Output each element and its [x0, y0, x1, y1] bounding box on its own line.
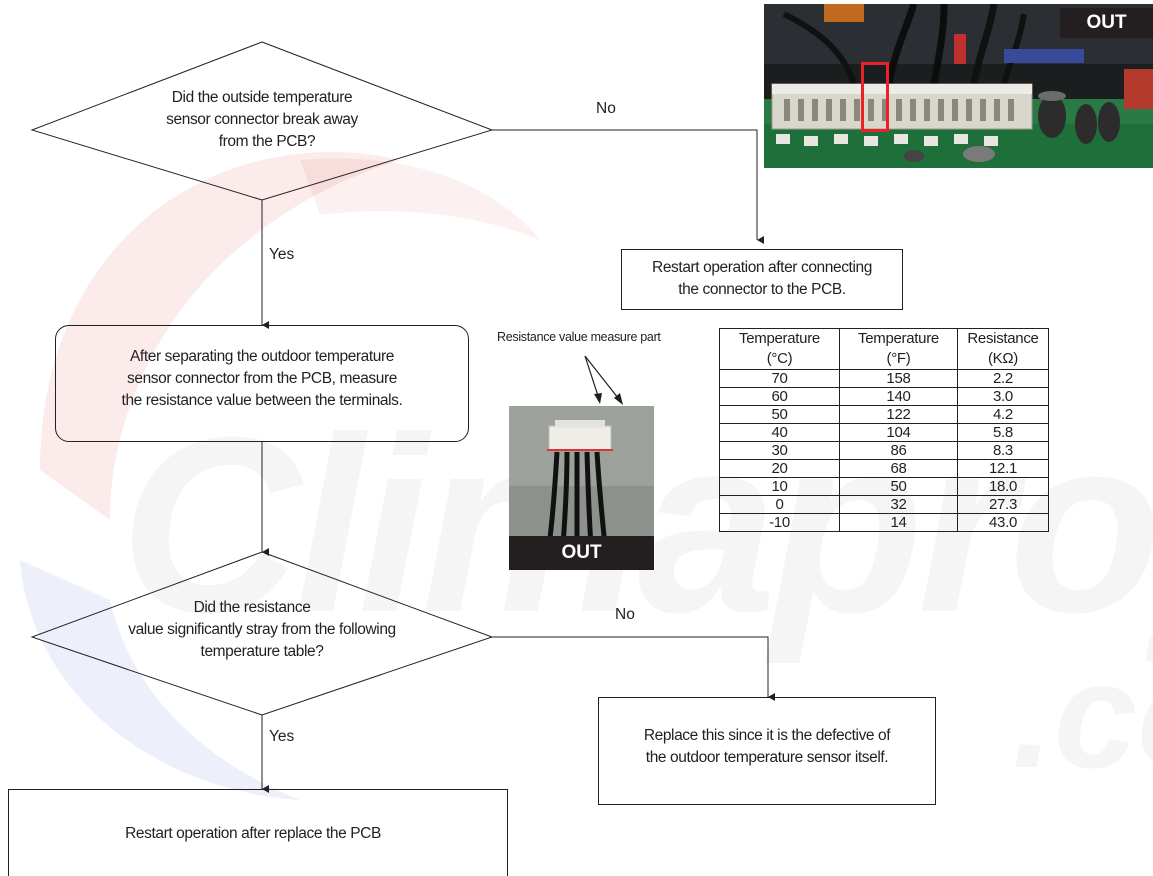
cell-resistance: 27.3: [957, 495, 1049, 514]
measure-part-caption: Resistance value measure part: [497, 330, 661, 344]
action-replace-pcb-text: Restart operation after replace the PCB: [125, 825, 381, 842]
decision-2-yes-label: Yes: [269, 728, 295, 745]
photo-top-badge: OUT: [1060, 8, 1153, 38]
decision-1-yes-label: Yes: [269, 246, 295, 263]
measure-pointer-head-2: [614, 393, 623, 405]
action-replace-sensor-box: [598, 697, 936, 805]
cell-temp-c: -10: [719, 513, 840, 532]
temperature-resistance-table: Temperature (°C) Temperature (°F) Resist…: [719, 328, 1049, 532]
action-replace-pcb-box: [8, 789, 508, 876]
header-temp-c-line-1: Temperature: [739, 330, 820, 347]
cell-resistance: 12.1: [957, 459, 1049, 478]
measure-pointer-line-2: [584, 355, 623, 404]
cell-temp-f: 50: [839, 477, 958, 496]
watermark-suffix: .co: [1012, 631, 1153, 799]
process-measure-line-2: sensor connector from the PCB, measure: [127, 370, 397, 387]
cell-temp-c: 0: [719, 495, 840, 514]
decision-2-text: Did the resistance value significantly s…: [62, 597, 462, 663]
decision-2-line-1: Did the resistance: [193, 599, 311, 616]
header-temp-f-line-2: (°F): [886, 350, 911, 367]
action-connect-line-2: the connector to the PCB.: [678, 281, 846, 298]
action-connect-box: [621, 249, 903, 310]
decision-2-no-connector: [492, 636, 775, 701]
cell-temp-c: 70: [719, 369, 840, 388]
decision-1-text: Did the outside temperature sensor conne…: [112, 87, 412, 153]
cell-temp-c: 10: [719, 477, 840, 496]
cell-temp-f: 104: [839, 423, 958, 442]
process-measure-line-3: the resistance value between the termina…: [121, 392, 403, 409]
cell-resistance: 5.8: [957, 423, 1049, 442]
table-row: 50 122 4.2: [719, 405, 1049, 424]
cell-temp-c: 50: [719, 405, 840, 424]
cell-temp-f: 158: [839, 369, 958, 388]
cell-temp-f: 32: [839, 495, 958, 514]
action-replace-sensor-text: Replace this since it is the defective o…: [598, 725, 936, 769]
cell-temp-f: 86: [839, 441, 958, 460]
table-row: 60 140 3.0: [719, 387, 1049, 406]
decision-2-line-2: value significantly stray from the follo…: [128, 621, 396, 638]
decision-1-line-1: Did the outside temperature: [171, 89, 353, 106]
decision-1-line-2: sensor connector break away: [166, 111, 358, 128]
process-measure-line-1: After separating the outdoor temperature: [129, 348, 395, 365]
table-row: 10 50 18.0: [719, 477, 1049, 496]
decision-1-no-label: No: [596, 100, 616, 117]
cell-temp-c: 60: [719, 387, 840, 406]
cell-resistance: 3.0: [957, 387, 1049, 406]
cell-temp-f: 122: [839, 405, 958, 424]
table-row: 30 86 8.3: [719, 441, 1049, 460]
cell-resistance: 2.2: [957, 369, 1049, 388]
measure-photo-badge: OUT: [509, 536, 654, 570]
process-measure-text: After separating the outdoor temperature…: [55, 346, 469, 412]
cell-temp-c: 30: [719, 441, 840, 460]
header-temp-c-line-2: (°C): [766, 350, 793, 367]
cell-resistance: 4.2: [957, 405, 1049, 424]
pcb-connector-photo: OUT: [764, 4, 1153, 168]
header-resistance-line-1: Resistance: [967, 330, 1039, 347]
cell-temp-f: 140: [839, 387, 958, 406]
cell-temp-c: 40: [719, 423, 840, 442]
cell-resistance: 43.0: [957, 513, 1049, 532]
header-temp-c: Temperature (°C): [719, 328, 840, 370]
action-connect-line-1: Restart operation after connecting: [652, 259, 872, 276]
table-header-row: Temperature (°C) Temperature (°F) Resist…: [719, 328, 1049, 370]
table-row: 20 68 12.1: [719, 459, 1049, 478]
cell-temp-c: 20: [719, 459, 840, 478]
sensor-connector-photo: OUT: [509, 406, 654, 570]
table-row: 40 104 5.8: [719, 423, 1049, 442]
decision-1-line-3: from the PCB?: [218, 133, 316, 150]
decision-2-line-3: temperature table?: [200, 643, 324, 660]
decision-2-no-label: No: [615, 606, 635, 623]
decision-1-no-connector: [492, 129, 764, 244]
header-resistance-line-2: (KΩ): [987, 350, 1018, 367]
header-temp-f: Temperature (°F): [839, 328, 958, 370]
action-replace-sensor-line-1: Replace this since it is the defective o…: [643, 727, 891, 744]
cell-resistance: 8.3: [957, 441, 1049, 460]
table-row: -10 14 43.0: [719, 513, 1049, 532]
connector-highlight-box: [861, 62, 889, 132]
table-row: 0 32 27.3: [719, 495, 1049, 514]
cell-resistance: 18.0: [957, 477, 1049, 496]
action-replace-sensor-line-2: the outdoor temperature sensor itself.: [645, 749, 889, 766]
header-temp-f-line-1: Temperature: [858, 330, 939, 347]
header-resistance: Resistance (KΩ): [957, 328, 1049, 370]
action-connect-text: Restart operation after connecting the c…: [621, 257, 903, 301]
cell-temp-f: 68: [839, 459, 958, 478]
cell-temp-f: 14: [839, 513, 958, 532]
measure-pointer-head-1: [594, 393, 602, 404]
table-row: 70 158 2.2: [719, 369, 1049, 388]
